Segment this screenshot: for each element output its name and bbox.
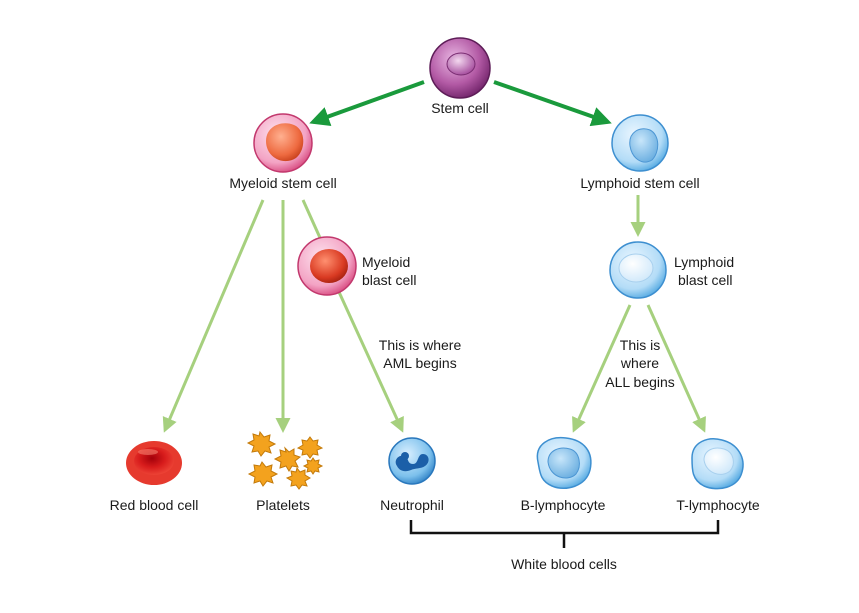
red-blood-cell-icon xyxy=(126,441,182,485)
arrow-myeloid-to-blast xyxy=(301,199,323,241)
myeloid-blast-label-line2: blast cell xyxy=(362,272,417,288)
stem-cell-icon xyxy=(429,37,491,99)
arrow-stem-to-myeloid xyxy=(309,80,425,126)
lymphoid-blast-cell-icon xyxy=(609,241,667,299)
arrow-lymphoid-blast-to-t xyxy=(646,304,706,433)
red-blood-cell-label: Red blood cell xyxy=(109,497,199,513)
arrow-stem-to-lymphoid xyxy=(493,80,612,127)
arrow-blast-to-neutrophil xyxy=(337,291,404,433)
neutrophil-icon xyxy=(388,437,436,485)
arrow-myeloid-to-red-cell xyxy=(162,199,265,433)
all-annotation-line3: ALL begins xyxy=(605,374,675,390)
myeloid-blast-label-line1: Myeloid xyxy=(362,254,411,270)
b-lymphocyte-icon xyxy=(536,436,592,490)
all-annotation-line2: where xyxy=(620,355,660,371)
white-blood-cells-bracket xyxy=(409,520,720,548)
lymphoid-stem-cell-icon xyxy=(611,114,669,172)
myeloid-stem-cell-icon xyxy=(253,113,313,173)
myeloid-blast-cell-icon xyxy=(297,236,357,296)
stem-cell-label: Stem cell xyxy=(431,100,489,116)
neutrophil-label: Neutrophil xyxy=(380,497,444,513)
all-annotation-line1: This is xyxy=(619,337,661,353)
aml-annotation-line1: This is where xyxy=(378,337,462,353)
lymphoid-blast-label-line1: Lymphoid xyxy=(674,254,735,270)
arrow-lymphoid-blast-to-b xyxy=(572,304,632,433)
white-blood-cells-label: White blood cells xyxy=(511,556,617,572)
platelets-label: Platelets xyxy=(256,497,310,513)
aml-annotation-line2: AML begins xyxy=(383,355,457,371)
platelets-icon xyxy=(246,430,324,490)
lymphoid-blast-label-line2: blast cell xyxy=(678,272,733,288)
t-lymphocyte-icon xyxy=(691,438,744,490)
t-lymphocyte-label: T-lymphocyte xyxy=(676,497,760,513)
b-lymphocyte-label: B-lymphocyte xyxy=(520,497,606,513)
lymphoid-stem-cell-label: Lymphoid stem cell xyxy=(580,175,700,191)
myeloid-stem-cell-label: Myeloid stem cell xyxy=(229,175,337,191)
